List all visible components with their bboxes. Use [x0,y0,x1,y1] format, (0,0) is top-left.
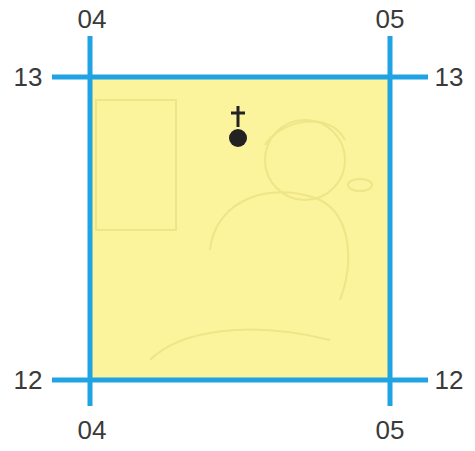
grid-label: 05 [376,417,405,443]
grid-label: 13 [435,64,464,90]
grid-label: 05 [376,6,405,32]
church-symbol [229,106,247,147]
grid-label: 12 [435,367,464,393]
grid-label: 04 [78,417,107,443]
grid-label: 04 [78,6,107,32]
grid-lines [52,36,428,406]
faint-illustration [96,100,372,360]
grid-label: 12 [14,367,43,393]
grid-label: 13 [14,64,43,90]
map-square [90,77,390,380]
